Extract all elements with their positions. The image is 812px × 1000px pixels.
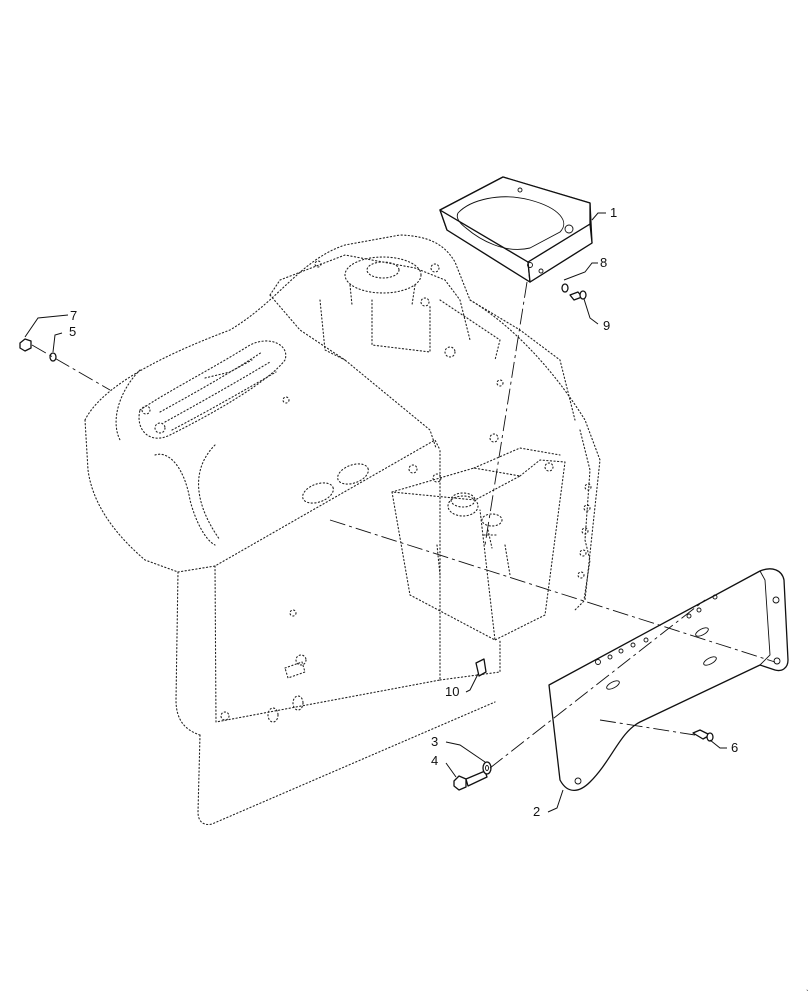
corner-mark: `	[806, 989, 809, 998]
callout-labels: 1 2 3 4 5 6 7 8 9 10	[69, 205, 738, 819]
washer-part-8	[561, 283, 569, 293]
callout-3: 3	[431, 734, 438, 749]
callout-leaders	[24, 212, 727, 813]
callout-1: 1	[610, 205, 617, 220]
reference-housing	[84, 234, 601, 826]
screw-part-6	[692, 729, 714, 742]
callout-8: 8	[600, 255, 607, 270]
callout-6: 6	[731, 740, 738, 755]
callout-4: 4	[431, 753, 438, 768]
callout-5: 5	[69, 324, 76, 339]
screw-part-9	[569, 290, 587, 301]
hardware	[19, 283, 714, 791]
callout-9: 9	[603, 318, 610, 333]
callout-10: 10	[445, 684, 459, 699]
clip-part-10	[475, 658, 487, 677]
nut-part-7	[19, 338, 32, 352]
reservoir-tank	[391, 447, 566, 641]
callout-7: 7	[70, 308, 77, 323]
cover-part-1	[439, 176, 593, 283]
alignment-lines	[31, 281, 776, 769]
washer-part-3	[482, 761, 492, 775]
bracket-part-2	[548, 568, 789, 792]
callout-2: 2	[533, 804, 540, 819]
washer-part-5	[49, 352, 57, 362]
bolt-part-4	[453, 770, 488, 791]
